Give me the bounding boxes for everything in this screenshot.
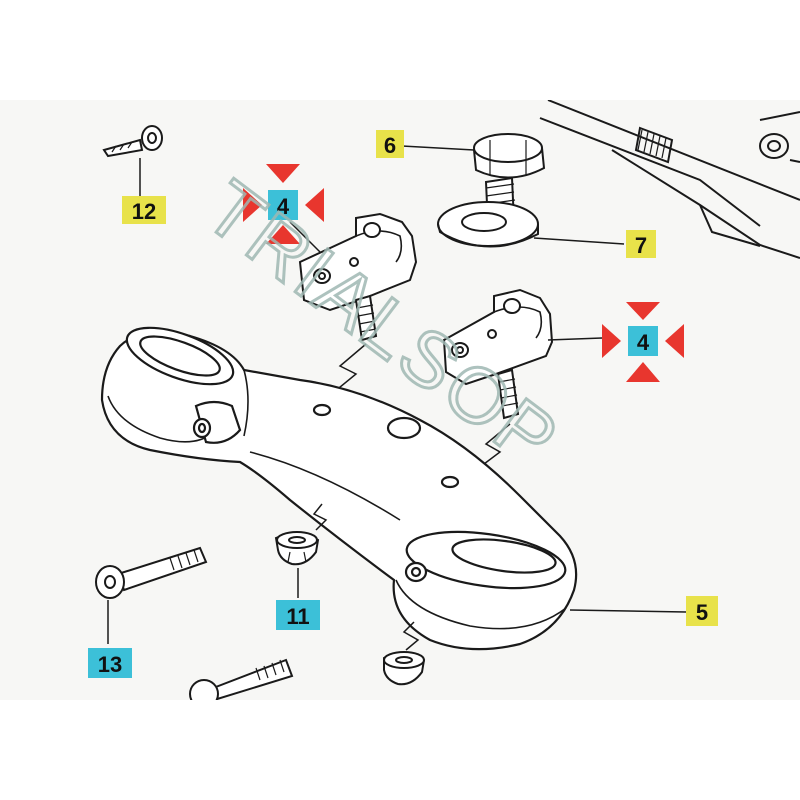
callout-4-lower: 4 <box>628 326 658 356</box>
leader-5 <box>569 609 687 613</box>
callout-5-label: 5 <box>696 600 708 625</box>
part-4-clamp-right-drawing <box>442 288 554 420</box>
leader-clamp-right-bolt <box>475 423 511 471</box>
arrow-down-icon <box>626 302 660 320</box>
arrow-up-icon <box>266 225 300 244</box>
callout-13: 13 <box>88 648 132 678</box>
arrow-left-icon <box>665 324 684 358</box>
frame-member-drawing <box>539 100 800 259</box>
callout-7-label: 7 <box>635 233 647 258</box>
callout-7-box <box>626 230 656 258</box>
leader-11-upper-zigzag <box>312 503 328 531</box>
callout-5-box <box>686 596 718 626</box>
callout-4-upper-box <box>268 190 298 220</box>
callout-4-upper: 4 <box>268 190 298 220</box>
callout-12: 12 <box>122 196 166 224</box>
part-4-clamp-left-drawing <box>298 212 418 342</box>
leader-clamp-left-bolt <box>333 343 367 393</box>
arrow-up-icon <box>626 362 660 382</box>
callout-4-lower-box <box>628 326 658 356</box>
callout-6: 6 <box>376 130 404 158</box>
part-11-nut-lower-drawing <box>383 651 426 686</box>
callout-6-label: 6 <box>384 133 396 158</box>
arrow-down-icon <box>266 164 300 183</box>
callout-7: 7 <box>626 230 656 258</box>
callout-13-label: 13 <box>98 652 122 677</box>
callout-4-upper-label: 4 <box>277 194 290 219</box>
part-12-bolt-drawing <box>102 125 163 158</box>
leader-11-lower-zigzag <box>402 621 420 651</box>
leader-6 <box>401 145 475 151</box>
part-7-washer-drawing <box>437 201 539 248</box>
marker-arrows-4-lower <box>602 302 684 382</box>
callout-5: 5 <box>686 596 718 626</box>
part-13-bolt-upper-drawing <box>95 546 208 599</box>
leader-7 <box>533 237 625 245</box>
part-5-triple-clamp-drawing <box>100 326 578 651</box>
leader-4b <box>547 337 603 341</box>
arrow-left-icon <box>305 188 324 222</box>
callout-11-box <box>276 600 320 630</box>
diagram-svg: 12 6 4 7 4 5 1 <box>88 100 800 700</box>
callout-4-lower-label: 4 <box>637 330 650 355</box>
callout-11: 11 <box>276 600 320 630</box>
part-11-nut-upper-drawing <box>274 531 320 566</box>
callout-12-box <box>122 196 166 224</box>
arrow-right-icon <box>602 324 621 358</box>
leader-4a <box>289 221 321 253</box>
callout-13-box <box>88 648 132 678</box>
callout-6-box <box>376 130 404 158</box>
marker-arrows-4-upper <box>243 164 324 244</box>
part-13-bolt-lower-drawing <box>189 658 294 700</box>
callout-11-label: 11 <box>286 604 309 629</box>
callout-12-label: 12 <box>132 199 156 224</box>
parts-diagram: 12 6 4 7 4 5 1 <box>0 100 800 700</box>
arrow-right-icon <box>243 188 262 222</box>
